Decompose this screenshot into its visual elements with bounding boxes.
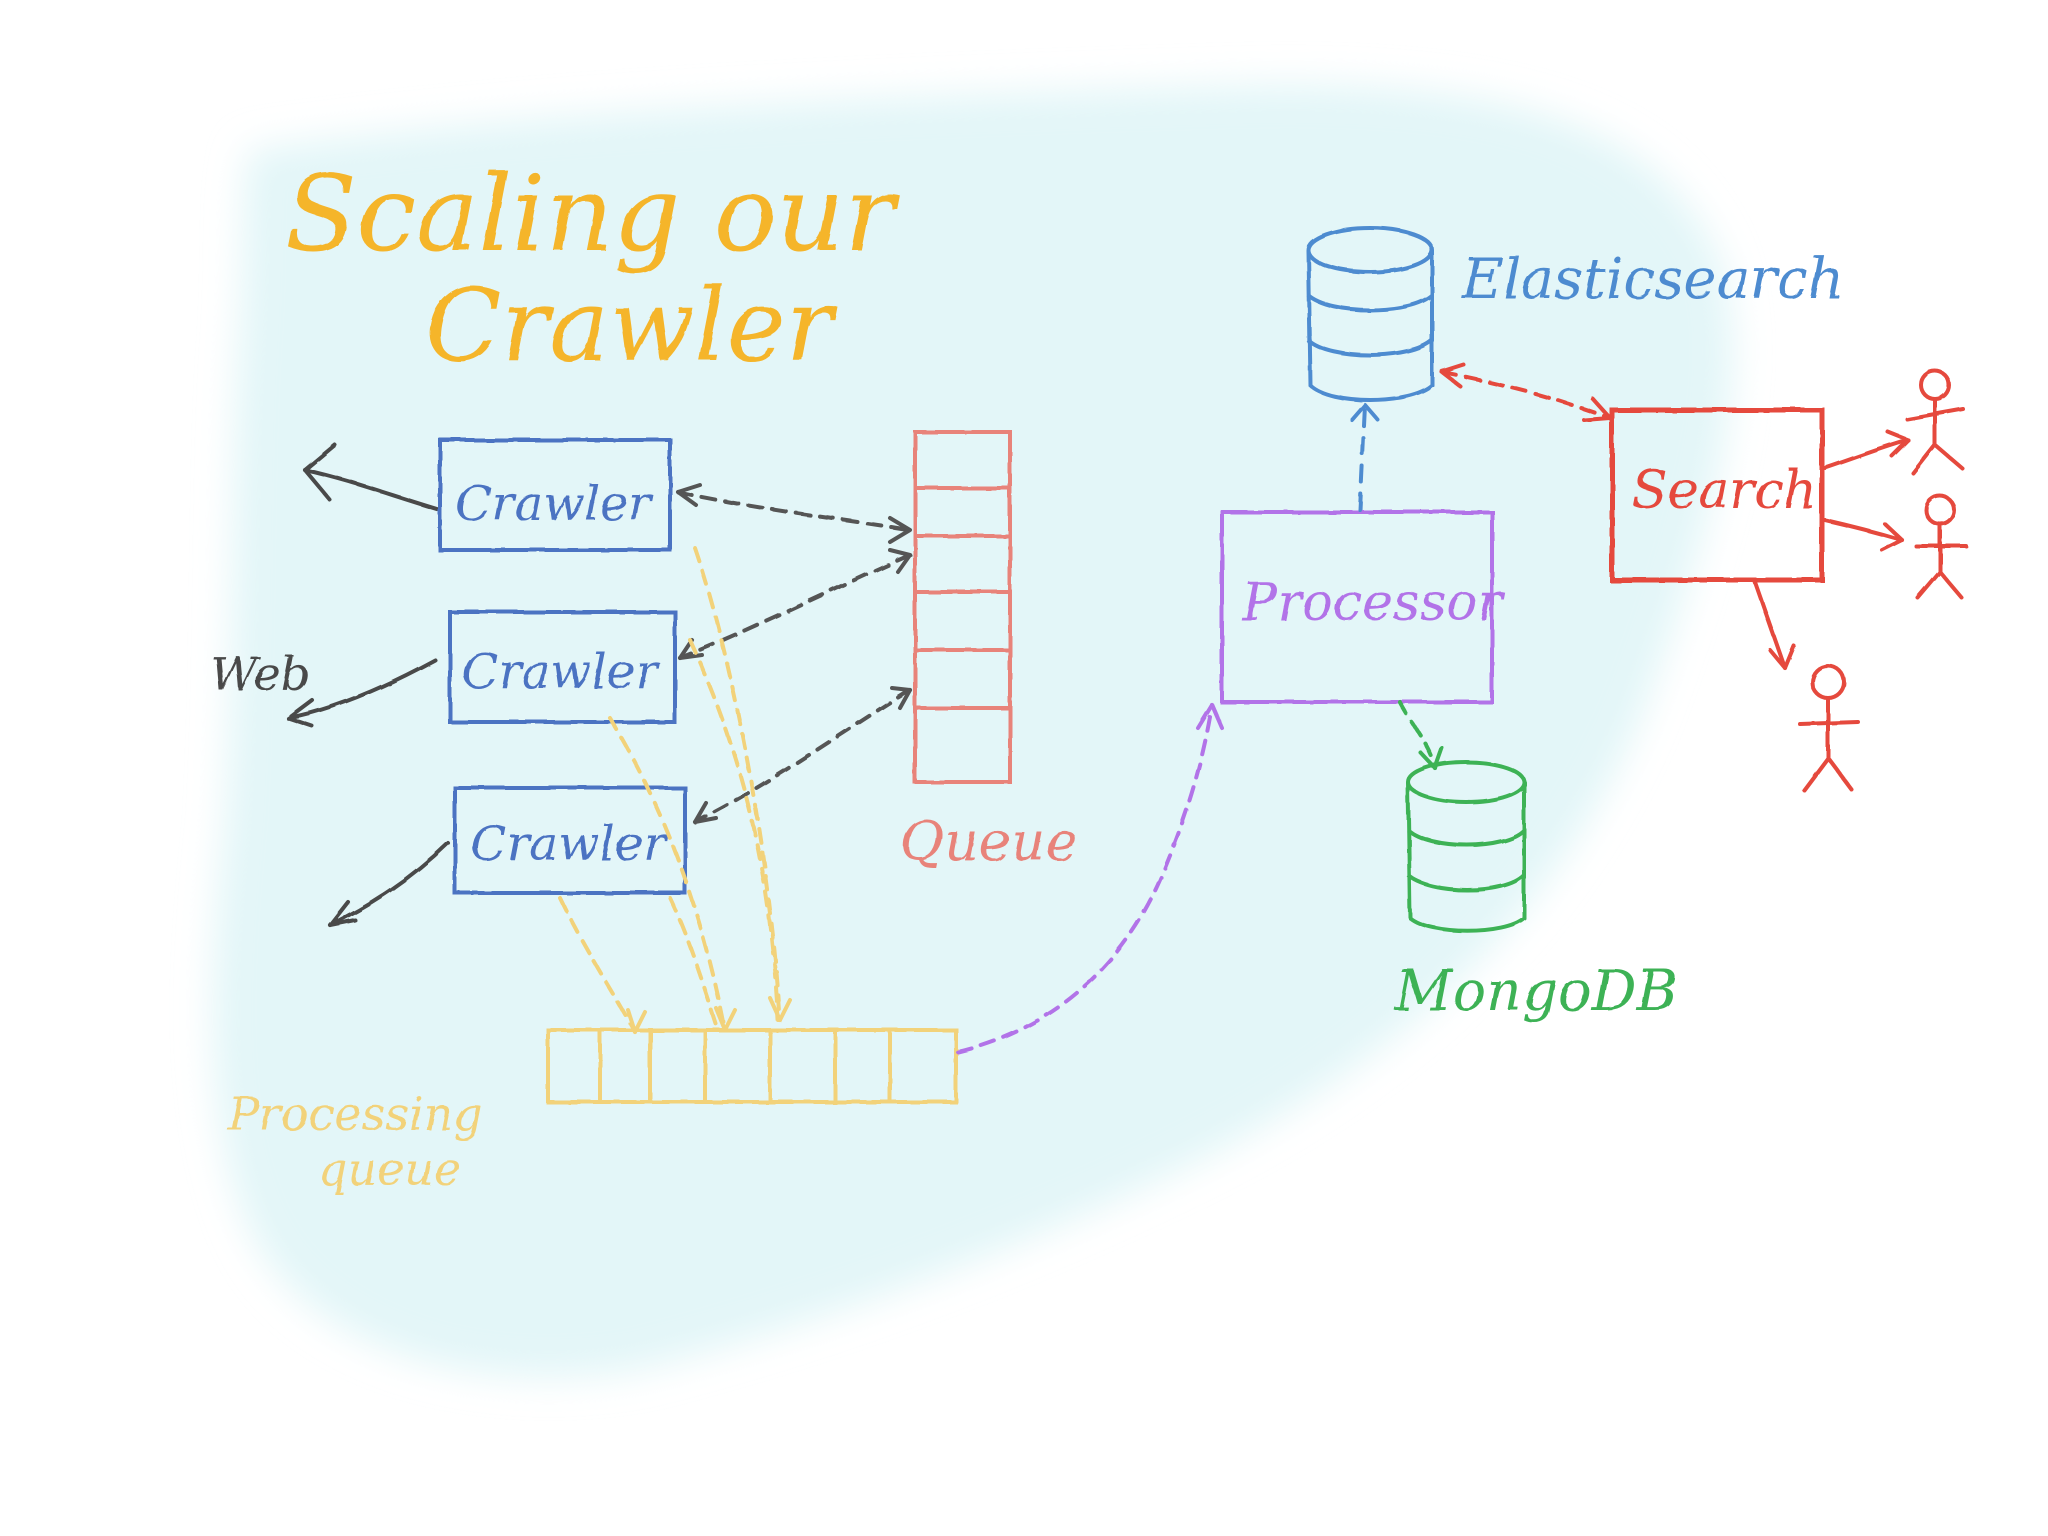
elasticsearch-database: Elasticsearch <box>1306 226 1844 402</box>
web-label: Web <box>210 647 310 701</box>
web-arrow-2 <box>286 658 437 728</box>
processing-to-processor-arrow <box>956 703 1224 1054</box>
stick-figure-icon <box>1905 369 1965 475</box>
stick-figure-icon <box>1798 664 1860 792</box>
web-group: Web <box>210 443 450 927</box>
processing-queue-label-line-1: Processing <box>227 1087 483 1141</box>
search-box[interactable]: Search <box>1609 407 1825 583</box>
crawler-boxes: Crawler Crawler Crawler <box>438 438 687 895</box>
crawler-label-2: Crawler <box>462 644 661 700</box>
processing-queue-label-line-2: queue <box>318 1142 461 1196</box>
processor-label: Processor <box>1241 573 1506 633</box>
title: Scaling our Crawler <box>285 153 901 384</box>
crawler-box-3[interactable]: Crawler <box>453 786 687 895</box>
stick-figure-icon <box>1914 494 1968 600</box>
processor-to-elasticsearch-arrow <box>1350 403 1380 512</box>
mongodb-label: MongoDB <box>1394 959 1678 1024</box>
users <box>1798 369 1968 792</box>
crawler-processing-arrowheads <box>626 996 792 1034</box>
mongodb-database: MongoDB <box>1394 760 1678 1024</box>
crawler-queue-arrows <box>676 490 912 824</box>
title-line-1: Scaling our <box>285 153 901 275</box>
crawler-label-1: Crawler <box>455 476 654 532</box>
watercolor-wash <box>212 84 1733 1378</box>
title-line-2: Crawler <box>425 267 839 384</box>
processing-queue <box>546 1028 958 1104</box>
processing-queue-label: Processing queue <box>227 1087 483 1196</box>
crawler-box-1[interactable]: Crawler <box>438 438 672 552</box>
crawler-box-2[interactable]: Crawler <box>448 610 677 724</box>
crawler-label-3: Crawler <box>470 816 669 872</box>
processor-box[interactable]: Processor <box>1220 510 1506 704</box>
queue <box>913 430 1012 784</box>
database-icon <box>1406 760 1526 933</box>
queue-label: Queue <box>900 810 1078 873</box>
elasticsearch-search-arrow <box>1440 363 1612 422</box>
search-label: Search <box>1632 461 1817 521</box>
elasticsearch-label: Elasticsearch <box>1461 247 1844 312</box>
database-icon <box>1306 226 1434 402</box>
search-user-arrows <box>1753 430 1910 670</box>
web-arrow-3 <box>328 841 450 927</box>
web-arrow-1 <box>303 443 442 512</box>
crawler-processing-arrows <box>558 546 782 1034</box>
